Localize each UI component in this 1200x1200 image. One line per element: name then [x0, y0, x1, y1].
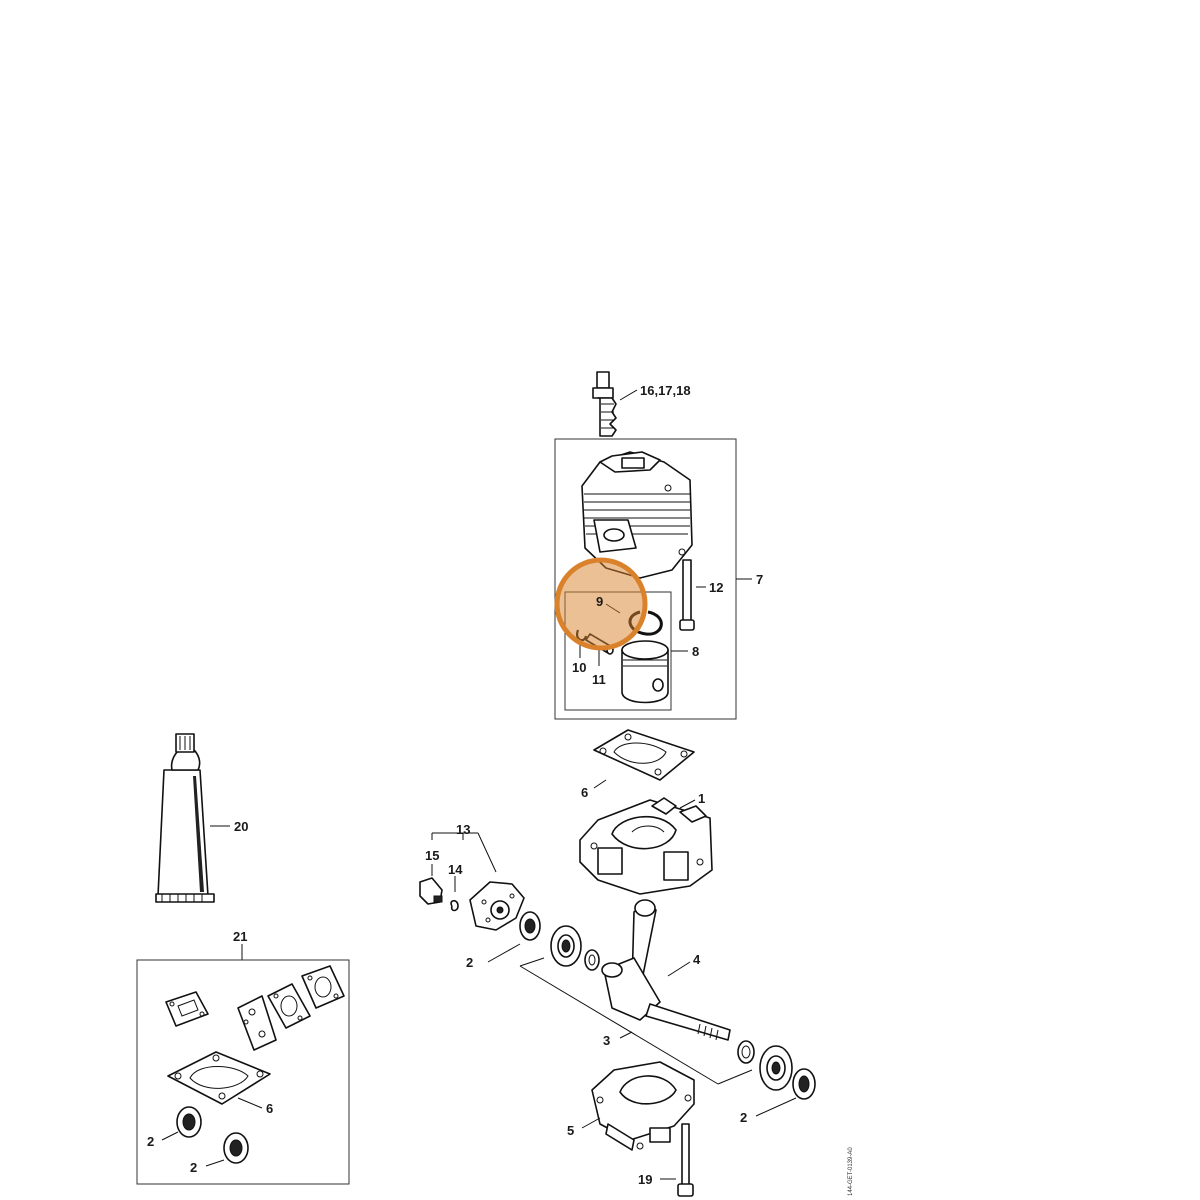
washer-left[interactable] [584, 949, 600, 971]
cylinder[interactable] [581, 451, 693, 579]
ignition-module[interactable] [469, 881, 525, 931]
highlight-circle[interactable] [554, 557, 648, 651]
crankcase-bottom[interactable] [591, 1061, 695, 1151]
crankcase-bolt[interactable] [677, 1123, 694, 1197]
callout-6-gasket-set[interactable]: 6 [266, 1101, 273, 1116]
callout-2-set-1[interactable]: 2 [147, 1134, 154, 1149]
callout-16-17-18[interactable]: 16,17,18 [640, 383, 691, 398]
callout-11[interactable]: 11 [592, 672, 606, 687]
callout-2-set-2[interactable]: 2 [190, 1160, 197, 1175]
callout-19[interactable]: 19 [638, 1172, 652, 1187]
callout-2[interactable]: 2 [466, 955, 473, 970]
cylinder-bolt[interactable] [679, 559, 695, 631]
spark-plug[interactable] [592, 371, 617, 437]
oil-seal-left[interactable] [519, 911, 541, 941]
callout-21[interactable]: 21 [233, 929, 247, 944]
crankshaft[interactable] [601, 899, 731, 1041]
ignition-connector[interactable] [419, 877, 443, 905]
carburetor-gasket[interactable] [237, 995, 277, 1051]
callout-2-right[interactable]: 2 [740, 1110, 747, 1125]
washer-right[interactable] [737, 1040, 755, 1064]
intake-gasket[interactable] [267, 983, 311, 1029]
callout-13[interactable]: 13 [456, 822, 470, 837]
bearing-right[interactable] [759, 1045, 793, 1091]
grease-tube[interactable] [155, 733, 215, 903]
crankcase-top[interactable] [579, 797, 713, 895]
callout-1[interactable]: 1 [698, 791, 705, 806]
spring-clip[interactable] [450, 899, 459, 912]
callout-7[interactable]: 7 [756, 572, 763, 587]
gasket-set-box [136, 959, 350, 1185]
callout-6[interactable]: 6 [581, 785, 588, 800]
cylinder-gasket-set[interactable] [167, 1051, 271, 1105]
oil-seal-right[interactable] [792, 1068, 816, 1100]
callout-14[interactable]: 14 [448, 862, 463, 877]
cylinder-gasket[interactable] [593, 729, 695, 781]
callout-8[interactable]: 8 [692, 644, 699, 659]
callout-5[interactable]: 5 [567, 1123, 574, 1138]
bearing-left[interactable] [550, 925, 582, 967]
callout-10[interactable]: 10 [572, 660, 586, 675]
callout-12[interactable]: 12 [709, 580, 723, 595]
muffler-gasket[interactable] [165, 991, 209, 1027]
callout-9[interactable]: 9 [596, 594, 603, 609]
callout-15[interactable]: 15 [425, 848, 439, 863]
callout-20[interactable]: 20 [234, 819, 248, 834]
callout-3[interactable]: 3 [603, 1033, 610, 1048]
callout-4[interactable]: 4 [693, 952, 701, 967]
oil-seal-set-2[interactable] [223, 1132, 249, 1164]
document-id: 144-GET-0139-A0 [848, 1147, 854, 1196]
flange-gasket[interactable] [301, 965, 345, 1009]
piston[interactable] [621, 640, 669, 704]
oil-seal-set-1[interactable] [176, 1106, 202, 1138]
